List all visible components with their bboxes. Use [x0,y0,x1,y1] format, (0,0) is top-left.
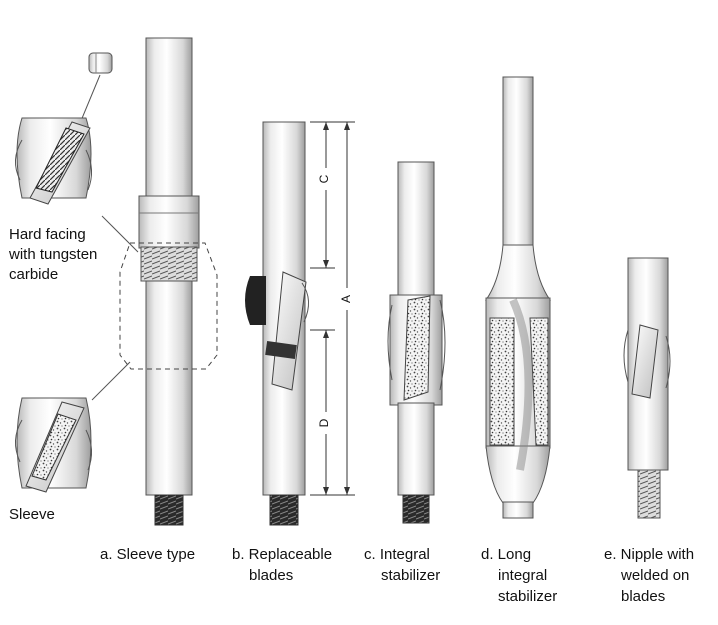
dimension-label-a: A [339,295,353,303]
integral-upper-body [397,161,435,298]
caption-long-integral-stabilizer: d. Long integral stabilizer [481,544,557,607]
caption-sleeve-type: a. Sleeve type [100,544,195,565]
hard-facing-inset [15,117,92,205]
long-integral-stabilizer [485,76,551,519]
hard-facing-label: Hard facing with tungsten carbide [9,225,97,285]
long-integral-lower-taper [485,445,551,504]
integral-pin [402,494,430,524]
leader-line [91,361,131,401]
caption-line: b. Replaceable [232,546,333,563]
long-integral-box [502,501,534,519]
nipple-welded-blades [623,257,671,519]
hard-facing-label-line: carbide [9,266,59,283]
integral-stabilizer [387,161,446,524]
blade-slot [245,276,266,325]
detail-outline [119,242,218,370]
leader-line [101,215,139,253]
carbide-insert-icon [88,52,113,74]
sleeve-type-pin [154,494,184,526]
long-integral-upper-body [502,76,534,248]
caption-line: stabilizer [498,588,558,605]
sleeve-type-upper-body [145,37,193,211]
sleeve-type-sleeve [138,195,200,249]
caption-line: blades [249,567,294,584]
integral-lower-body [397,402,435,496]
replaceable-blades-pin [269,494,299,526]
sleeve-type-lower-body [145,280,193,496]
caption-line: e. Nipple with [604,546,695,563]
caption-line: c. Integral [364,546,430,563]
welded-blade [631,324,659,399]
long-integral-blade-left [489,317,515,446]
long-integral-blade-right [529,317,549,446]
caption-replaceable-blades: b. Replaceable blades [232,544,332,586]
caption-nipple-welded-blades: e. Nipple with welded on blades [604,544,694,607]
hard-facing-label-line: Hard facing [9,226,86,243]
replaceable-blades-stabilizer [245,121,309,526]
sleeve-type-stabilizer [119,37,218,526]
sleeve-type-thread [140,246,198,282]
caption-line: stabilizer [381,567,441,584]
caption-integral-stabilizer: c. Integral stabilizer [364,544,440,586]
dimension-label-d: D [317,418,331,427]
blade-lock-band [265,340,297,360]
caption-line: integral [498,567,548,584]
sleeve-label: Sleeve [9,506,55,523]
dimension-label-c: C [317,174,331,183]
long-integral-upper-taper [485,244,551,301]
integral-blade [403,295,431,401]
nipple-pin [637,469,661,519]
caption-line: d. Long [481,546,532,563]
caption-line: a. Sleeve type [100,546,196,563]
sleeve-inset [15,397,92,493]
hard-facing-label-line: with tungsten [9,246,98,263]
caption-line: welded on [621,567,690,584]
dimension-lines: C A D [310,121,357,496]
caption-line: blades [621,588,666,605]
